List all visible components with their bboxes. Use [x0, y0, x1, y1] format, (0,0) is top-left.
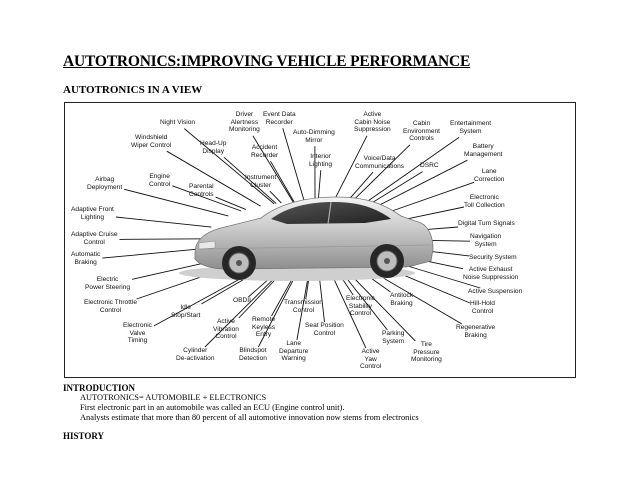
- label-event-data-recorder: Event Data Recorder: [263, 111, 296, 126]
- label-battery-management: Battery Management: [464, 143, 503, 158]
- label-entertainment: Entertainment System: [450, 120, 492, 135]
- label-transmission-control: Transmission Control: [284, 299, 323, 314]
- label-electric-power-steering: Electric Power Steering: [85, 276, 131, 291]
- leader-line: [258, 273, 297, 348]
- introduction-heading: INTRODUCTION: [63, 383, 136, 393]
- label-antilock-braking: Antilock Braking: [390, 292, 414, 307]
- label-electronic-valve-timing: Electronic Valve Timing: [123, 322, 152, 345]
- label-cabin-environment: Cabin Environment Controls: [403, 120, 441, 143]
- autotronics-diagram: Night Vision Driver Alertness Monitoring…: [64, 102, 576, 378]
- label-regenerative-braking: Regenerative Braking: [456, 324, 496, 339]
- label-blindspot-detection: Blindspot Detection: [239, 347, 267, 362]
- label-lane-correction: Lane Correction: [474, 168, 505, 183]
- intro-line-2: First electronic part in an automobile w…: [80, 403, 345, 412]
- label-toll-collection: Electronic Toll Collection: [464, 194, 505, 209]
- label-electronic-throttle: Electronic Throttle Control: [84, 299, 138, 314]
- leader-line: [184, 128, 275, 205]
- leader-line: [390, 181, 475, 212]
- car-pillar: [327, 201, 332, 225]
- intro-line-1: AUTOTRONICS= AUTOMOBILE + ELECTRONICS: [80, 393, 267, 402]
- leader-line: [296, 274, 309, 341]
- label-parental-controls: Parental Controls: [189, 183, 214, 198]
- label-airbag-deployment: Airbag Deployment: [87, 176, 123, 191]
- leader-line: [318, 274, 325, 323]
- leader-line: [407, 206, 465, 220]
- leader-line: [119, 238, 207, 240]
- label-lane-departure: Lane Departure Warning: [279, 340, 309, 363]
- label-night-vision: Night Vision: [160, 119, 196, 126]
- leader-line: [282, 128, 305, 202]
- history-heading: HISTORY: [63, 431, 105, 441]
- leader-line: [166, 150, 261, 207]
- label-adaptive-cruise-control: Adaptive Cruise Control: [71, 231, 118, 246]
- label-automatic-braking: Automatic Braking: [71, 251, 101, 266]
- label-voice-data: Voice/Data Communications: [355, 155, 405, 170]
- leader-line: [374, 159, 468, 208]
- label-idle-stop-start: Idle Stop/Start: [171, 304, 201, 319]
- leader-line: [270, 160, 295, 203]
- car-illustration: [102, 128, 481, 349]
- label-active-vibration: Active Vibration Control: [213, 318, 239, 341]
- leader-line: [342, 273, 388, 331]
- label-security-system: Security System: [469, 254, 517, 261]
- leader-line: [331, 274, 367, 349]
- leader-line: [317, 170, 322, 202]
- label-cabin-noise: Active Cabin Noise Suppression: [354, 111, 391, 134]
- label-accident-recorder: Accident Recorder: [251, 144, 279, 159]
- label-navigation-system: Navigation System: [470, 233, 502, 248]
- leader-line: [395, 262, 481, 289]
- leader-line: [350, 144, 411, 204]
- label-active-exhaust: Active Exhaust Noise Suppression: [463, 266, 519, 281]
- label-remote-keyless-entry: Remote Keyless Entry: [252, 316, 276, 339]
- leader-line: [348, 272, 416, 342]
- label-digital-turn-signals: Digital Turn Signals: [458, 220, 515, 227]
- label-interior-lighting: Interior Lighting: [309, 153, 333, 168]
- leader-line: [204, 272, 281, 348]
- label-driver-alertness: Driver Alertness Monitoring: [229, 111, 260, 134]
- label-seat-position: Seat Position Control: [305, 322, 344, 337]
- leader-line: [367, 171, 423, 207]
- leader-line: [215, 196, 247, 211]
- page-title: AUTOTRONICS:IMPROVING VEHICLE PERFORMANC…: [63, 53, 471, 70]
- label-cylinder-deactivation: Cylinder De-activation: [176, 347, 215, 362]
- leader-line: [252, 135, 294, 203]
- label-parking-system: Parking System: [382, 330, 405, 345]
- leader-line: [269, 190, 282, 204]
- leader-line: [333, 135, 368, 202]
- label-engine-control: Engine Control: [149, 173, 171, 188]
- leader-line: [369, 269, 463, 325]
- leader-line: [271, 273, 296, 317]
- label-head-up-display: Head-Up Display: [200, 140, 227, 155]
- leader-line: [115, 216, 212, 228]
- section-title: AUTOTRONICS IN A VIEW: [63, 84, 203, 96]
- label-active-yaw: Active Yaw Control: [360, 348, 382, 371]
- leader-line: [102, 247, 211, 259]
- label-electronic-stability: Electronic Stability Control: [346, 295, 375, 318]
- leader-line: [362, 136, 460, 206]
- label-auto-dimming-mirror: Auto-Dimming Mirror: [293, 129, 335, 144]
- label-obdii: OBDII: [233, 297, 251, 304]
- label-dsrc: DSRC: [420, 162, 439, 169]
- label-tire-pressure: Tire Pressure Monitoring: [411, 341, 442, 364]
- label-windshield-wiper: Windshield Wiper Control: [131, 134, 172, 149]
- label-active-suspension: Active Suspension: [468, 288, 523, 295]
- leader-line: [124, 188, 229, 217]
- label-hill-hold: Hill-Hold Control: [470, 300, 495, 315]
- car-window: [271, 202, 391, 224]
- intro-line-3: Analysts estimate that more than 80 perc…: [80, 413, 419, 422]
- leader-line: [223, 156, 277, 204]
- label-instrument-cluster: Instrument Cluster: [245, 174, 277, 189]
- label-adaptive-front-lighting: Adaptive Front Lighting: [71, 206, 114, 221]
- leader-line: [172, 185, 242, 212]
- headlight: [198, 240, 216, 250]
